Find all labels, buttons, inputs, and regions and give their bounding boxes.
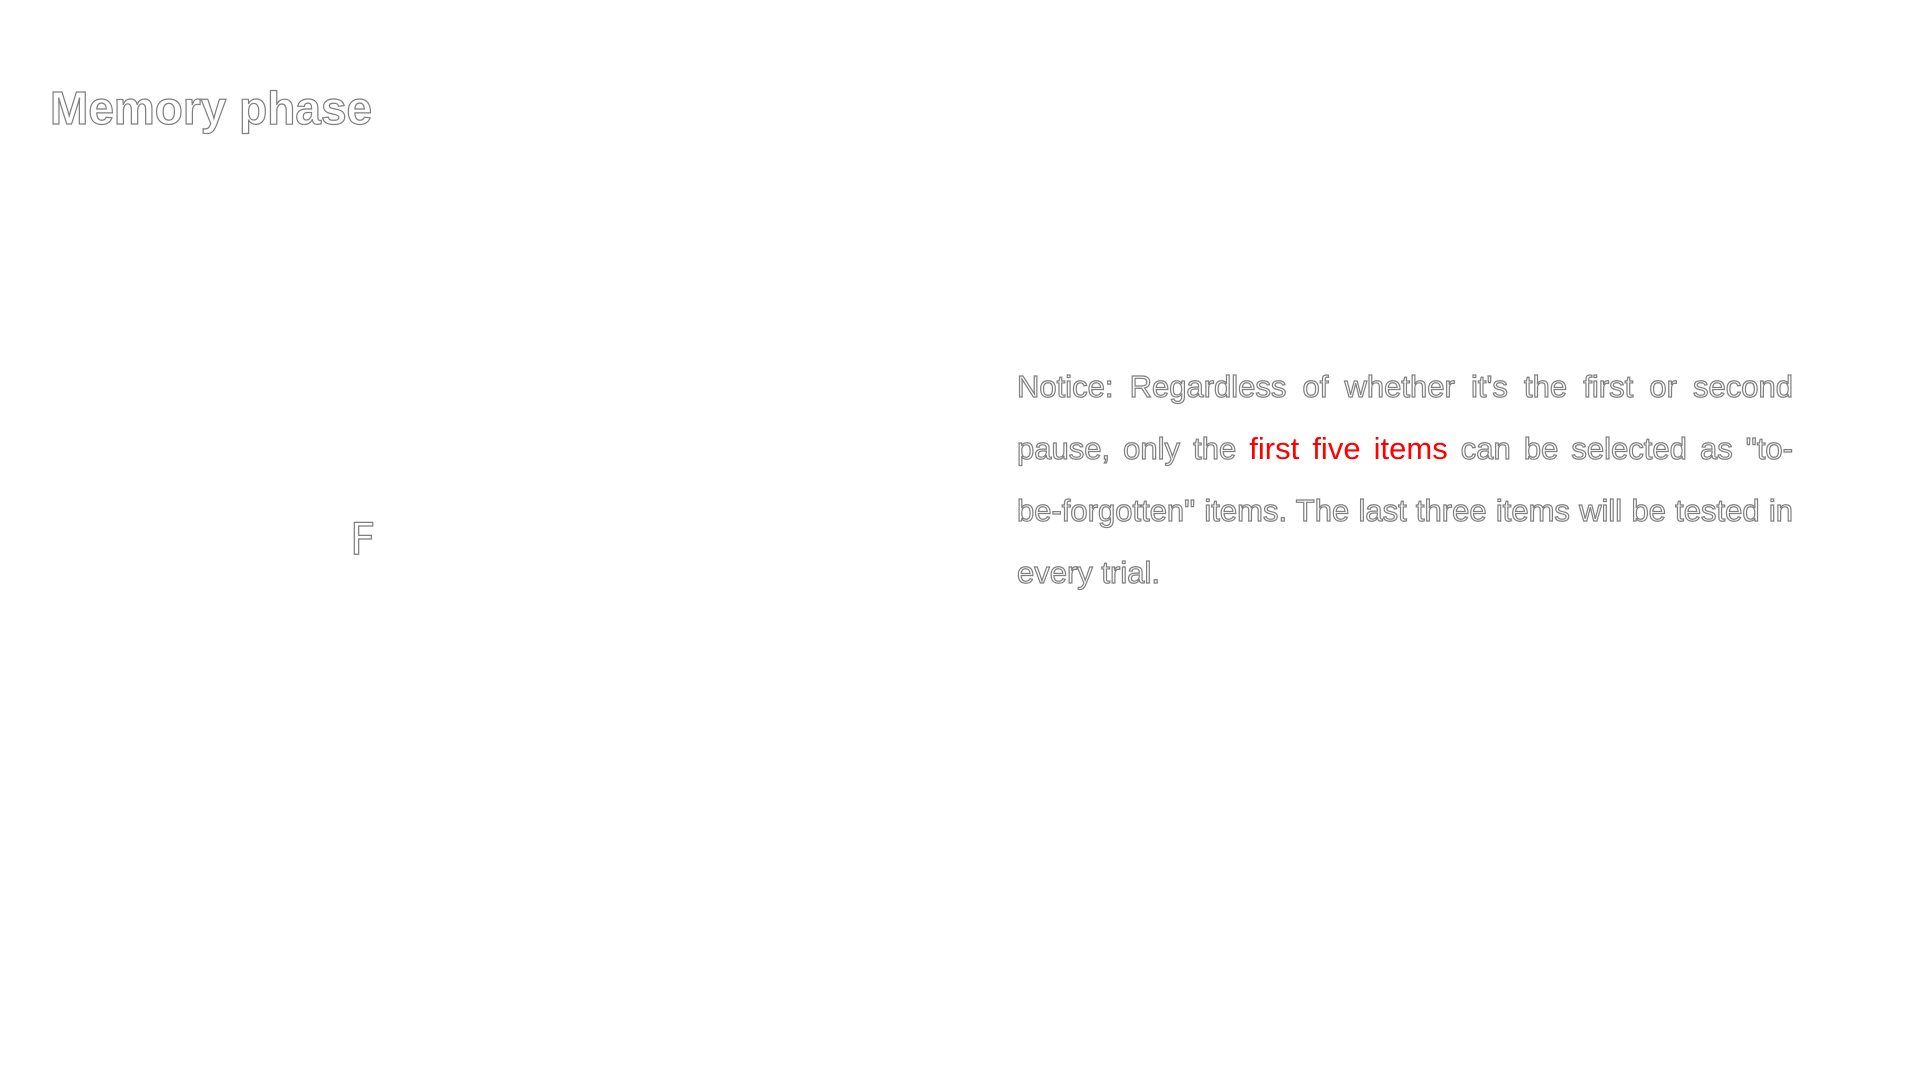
notice-text-part-1: Notice: Regardless of whether it's the f…: [1016, 368, 1793, 466]
notice-highlight: first five items: [1249, 431, 1448, 466]
notice-text-part-2: can be selected as "to-be-forgotten" ite…: [1016, 430, 1793, 590]
stimulus-letter: F: [349, 513, 376, 565]
slide-title: Memory phase: [49, 81, 373, 134]
notice-text: Notice: Regardless of whether it's the f…: [1016, 356, 1793, 604]
